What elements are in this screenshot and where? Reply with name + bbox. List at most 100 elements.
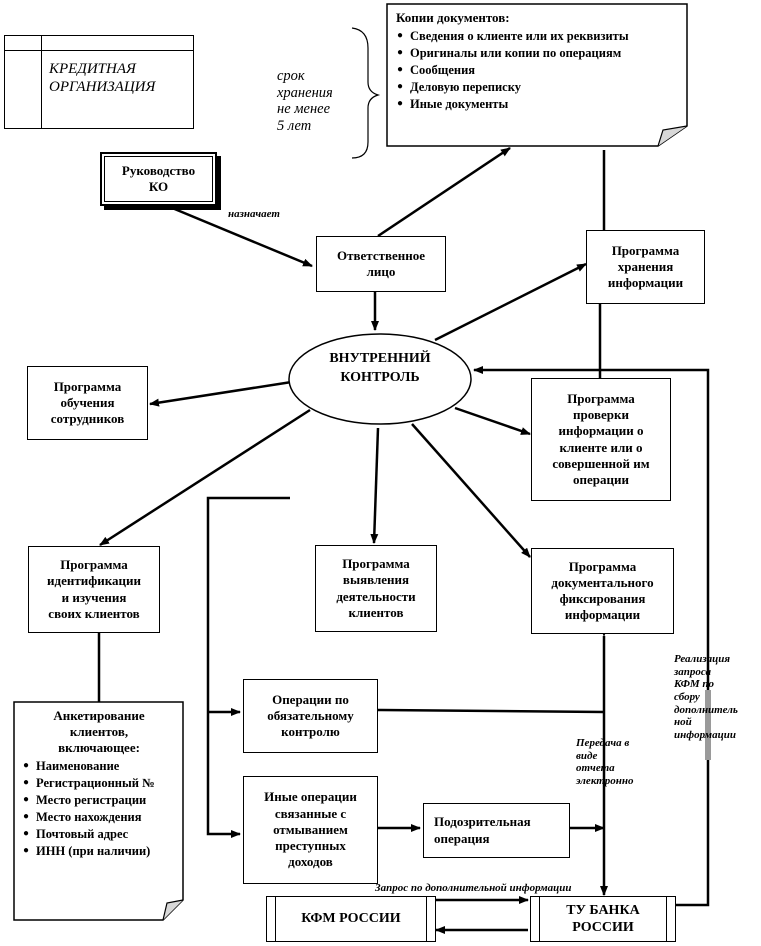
identification-program-box: Программа идентификации и изучения своих…	[28, 546, 160, 633]
other-ops-box: Иные операции связанные с отмыванием пре…	[243, 776, 378, 884]
responsible-line-1: Ответственное	[336, 247, 426, 263]
verification-line-3: информации о	[558, 423, 644, 439]
tu-bank-box: ТУ БАНКА РОССИИ	[530, 896, 676, 942]
tubank-line-1: ТУ БАНКА	[566, 902, 640, 918]
arrow-control-to-documentary	[411, 423, 531, 558]
responsible-line-2: лицо	[366, 264, 396, 279]
management-line-1: Руководство	[121, 162, 196, 178]
suspicious-line-2: операция	[434, 830, 490, 846]
transfer-line-3: отчета	[576, 762, 615, 775]
responsible-box: Ответственное лицо	[316, 236, 446, 292]
questionnaire-item: Место регистрации	[23, 792, 180, 809]
storage-line-2: хранения	[617, 258, 674, 274]
questionnaire-title: Анкетирование клиентов, включающее:	[18, 708, 180, 756]
appoints-label: назначает	[228, 208, 280, 220]
request-line-7: информации	[674, 728, 736, 741]
request-line-4: сбору	[674, 690, 700, 703]
detection-line-2: выявления	[342, 572, 410, 588]
training-line-1: Программа	[53, 378, 122, 394]
questionnaire-item: Место нахождения	[23, 809, 180, 826]
training-line-2: обучения	[60, 394, 115, 410]
identification-line-1: Программа	[60, 557, 128, 572]
questionnaire-title-line-2: клиентов,	[69, 723, 129, 739]
questionnaire-item: ИНН (при наличии)	[23, 843, 180, 860]
documentary-line-4: информации	[564, 607, 641, 623]
questionnaire-content: Анкетирование клиентов, включающее: Наим…	[18, 708, 180, 860]
retention-line-4: 5 лет	[277, 118, 312, 135]
request-line-6: ной	[674, 716, 692, 729]
mandatory-line-2: обязательному	[267, 707, 354, 723]
transfer-label: Передача в виде отчета электронно	[576, 737, 634, 788]
questionnaire-item: Наименование	[23, 758, 180, 775]
retention-brace-icon	[351, 27, 381, 159]
training-line-3: сотрудников	[50, 411, 125, 427]
other-line-4: преступных	[275, 838, 346, 854]
arrow-control-to-storage	[434, 262, 587, 342]
documentary-line-3: фиксирования	[559, 591, 646, 606]
identification-line-4: своих клиентов	[48, 605, 140, 621]
kfm-right-strip	[426, 897, 427, 941]
identification-line-2: идентификации	[47, 573, 141, 589]
org-title-line-2: ОРГАНИЗАЦИЯ	[49, 79, 156, 95]
line-mandatory-to-transfer	[377, 708, 605, 714]
verification-line-1: Программа	[567, 390, 635, 406]
org-header-strip	[5, 50, 193, 51]
arrow-management-to-responsible	[164, 203, 313, 268]
tubank-right-strip	[666, 897, 667, 941]
questionnaire-list: Наименование Регистрационный № Место рег…	[18, 758, 180, 860]
copies-item: Оригиналы или копии по операциям	[397, 45, 681, 62]
other-line-3: отмыванием	[273, 821, 348, 837]
storage-line-1: Программа	[611, 242, 680, 258]
documentary-program-box: Программа документального фиксирования и…	[531, 548, 674, 634]
retention-line-3: не менее	[277, 101, 331, 118]
verification-line-4: клиенте или о	[559, 439, 643, 455]
internal-control-label: ВНУТРЕННИЙ КОНТРОЛЬ	[300, 350, 460, 388]
documentary-line-1: Программа	[568, 558, 637, 574]
additional-request-label: Запрос по дополнительной информации	[375, 882, 572, 894]
org-title-line-1: КРЕДИТНАЯ	[49, 61, 136, 77]
mandatory-line-3: контролю	[281, 724, 340, 740]
detection-program-box: Программа выявления деятельности клиенто…	[315, 545, 437, 632]
arrow-request-loop	[473, 366, 710, 907]
training-program-box: Программа обучения сотрудников	[27, 366, 148, 440]
identification-line-3: и изучения	[61, 589, 127, 605]
transfer-line-4: электронно	[576, 774, 634, 787]
kfm-box: КФМ РОССИИ	[266, 896, 436, 942]
other-line-5: доходов	[288, 854, 333, 870]
internal-control-ellipse	[288, 333, 472, 425]
management-box: Руководство КО	[100, 152, 217, 206]
verification-line-6: операции	[573, 472, 629, 487]
request-line-2: запроса	[674, 665, 712, 678]
request-label-bar-icon	[705, 690, 711, 760]
request-label: Реализация запроса КФМ по сбору дополнит…	[674, 653, 738, 741]
credit-organization-box: КРЕДИТНАЯ ОРГАНИЗАЦИЯ	[4, 35, 194, 129]
other-line-2: связанные с	[274, 805, 347, 821]
copies-list: Сведения о клиенте или их реквизиты Ориг…	[396, 28, 681, 113]
retention-text: срок хранения не менее 5 лет	[277, 68, 333, 135]
suspicious-op-box: Подозрительная операция	[423, 803, 570, 858]
transfer-line-1: Передача в	[576, 737, 630, 749]
kfm-left-strip	[275, 897, 276, 941]
kfm-label: КФМ РОССИИ	[301, 911, 401, 927]
control-line-2: КОНТРОЛЬ	[340, 369, 420, 385]
questionnaire-fold-icon	[162, 899, 184, 921]
questionnaire-item: Почтовый адрес	[23, 826, 180, 843]
storage-line-3: информации	[607, 275, 684, 291]
verification-line-5: совершенной им	[552, 455, 650, 471]
org-side-strip	[41, 36, 42, 128]
verification-program-box: Программа проверки информации о клиенте …	[531, 378, 671, 501]
documentary-line-2: документального	[551, 574, 654, 590]
copies-item: Иные документы	[397, 96, 681, 113]
retention-line-1: срок	[277, 68, 305, 84]
mandatory-ops-box: Операции по обязательному контролю	[243, 679, 378, 753]
questionnaire-title-line-1: Анкетирование	[53, 708, 145, 723]
copies-title: Копии документов:	[396, 10, 510, 25]
arrow-responsible-to-copies	[377, 146, 511, 238]
copies-item: Деловую переписку	[397, 79, 681, 96]
tubank-left-strip	[539, 897, 540, 941]
verification-line-2: проверки	[573, 407, 629, 422]
copies-item: Сообщения	[397, 62, 681, 79]
request-line-3: КФМ по	[674, 678, 715, 691]
transfer-line-2: виде	[576, 749, 598, 762]
request-line-5: дополнитель	[674, 703, 738, 716]
